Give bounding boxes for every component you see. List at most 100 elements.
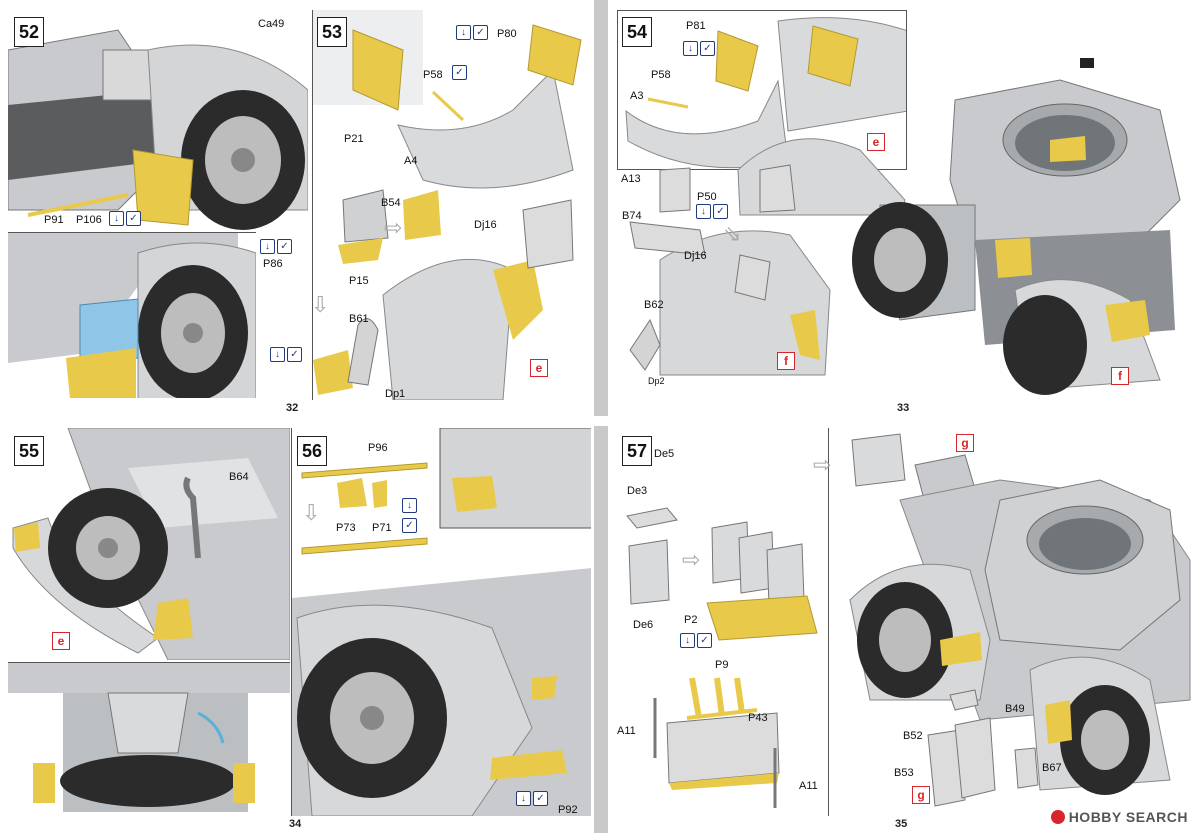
label-p91: P91 bbox=[44, 214, 64, 226]
label-p9: P9 bbox=[715, 659, 729, 671]
page-number-32: 32 bbox=[286, 402, 299, 414]
label-p80: P80 bbox=[497, 28, 517, 40]
label-b64: B64 bbox=[229, 471, 249, 483]
ref-g-57-top: g bbox=[956, 434, 974, 452]
step-57-number: 57 bbox=[622, 436, 652, 466]
label-p58-a: P58 bbox=[423, 69, 443, 81]
step-56-icons-bottom: ↓ ✓ bbox=[516, 791, 548, 806]
label-a11-a: A11 bbox=[617, 725, 636, 737]
step-55-frame bbox=[8, 428, 290, 660]
step-55-detail-frame bbox=[8, 662, 290, 812]
arrow-down-icon: ⇩ bbox=[311, 292, 330, 317]
step-52-illustration bbox=[8, 29, 308, 230]
label-dp2: Dp2 bbox=[648, 376, 665, 386]
label-p2: P2 bbox=[684, 614, 698, 626]
arrow-right-icon: ⇨ bbox=[384, 215, 403, 240]
glue-icon: ↓ bbox=[683, 41, 698, 56]
photo-etch-icon: ✓ bbox=[277, 239, 292, 254]
spread-gutter-bottom bbox=[594, 426, 608, 833]
label-dp1: Dp1 bbox=[385, 388, 406, 400]
step-55-detail-illustration bbox=[8, 663, 290, 812]
label-b67: B67 bbox=[1042, 762, 1062, 774]
step-57-frame bbox=[617, 428, 829, 816]
photo-etch-icon: ✓ bbox=[713, 204, 728, 219]
label-p43: P43 bbox=[748, 712, 768, 724]
label-p73: P73 bbox=[336, 522, 356, 534]
photo-etch-icon: ✓ bbox=[700, 41, 715, 56]
hobby-search-logo-icon bbox=[1050, 810, 1065, 824]
step-57-illustration bbox=[626, 507, 818, 808]
label-dj16-b: Dj16 bbox=[684, 250, 707, 262]
label-de5: De5 bbox=[654, 448, 675, 460]
step-52-icons: ↓ ✓ bbox=[109, 211, 141, 226]
label-p86: P86 bbox=[263, 258, 283, 270]
step-56-number: 56 bbox=[297, 436, 327, 466]
step-54-illustration-top bbox=[625, 17, 906, 169]
ref-e-54: e bbox=[867, 133, 885, 151]
step-56-frame bbox=[291, 428, 591, 816]
spread-gutter-middle bbox=[0, 416, 1200, 426]
step-54-frame bbox=[617, 10, 907, 170]
step-55-number: 55 bbox=[14, 436, 44, 466]
step-54-illustration-main bbox=[629, 58, 1181, 395]
watermark: HOBBY SEARCH bbox=[1050, 809, 1188, 825]
label-p92: P92 bbox=[558, 804, 578, 816]
glue-icon: ↓ bbox=[680, 633, 695, 648]
page-number-34: 34 bbox=[289, 818, 302, 830]
label-p81: P81 bbox=[686, 20, 706, 32]
glue-icon: ↓ bbox=[696, 204, 711, 219]
label-a4: A4 bbox=[404, 155, 418, 167]
step-53-frame bbox=[312, 10, 588, 400]
glue-icon: ↓ bbox=[402, 498, 417, 513]
page-number-33: 33 bbox=[897, 402, 910, 414]
label-ca49: Ca49 bbox=[258, 18, 285, 30]
photo-etch-icon: ✓ bbox=[126, 211, 141, 226]
watermark-text: HOBBY SEARCH bbox=[1068, 809, 1188, 825]
photo-etch-icon: ✓ bbox=[473, 25, 488, 40]
arrow-right-icon: ⇨ bbox=[682, 547, 701, 572]
label-b54: B54 bbox=[381, 197, 401, 209]
photo-etch-icon: ✓ bbox=[402, 518, 417, 533]
label-p21: P21 bbox=[344, 133, 364, 145]
step-54-icons-top: ↓ ✓ bbox=[683, 41, 715, 56]
ref-e-55: e bbox=[52, 632, 70, 650]
step-53-icons-mid: ↓ ✓ bbox=[260, 239, 292, 254]
label-dj16-a: Dj16 bbox=[474, 219, 497, 231]
page-number-35: 35 bbox=[895, 818, 908, 830]
arrow-right-icon: ⇨ bbox=[813, 452, 832, 477]
photo-etch-icon: ✓ bbox=[287, 347, 302, 362]
ref-e-53: e bbox=[530, 359, 548, 377]
step-52-number: 52 bbox=[14, 17, 44, 47]
step-54-icons-mid: ↓ ✓ bbox=[696, 204, 728, 219]
label-b53: B53 bbox=[894, 767, 914, 779]
label-p106: P106 bbox=[76, 214, 102, 226]
glue-icon: ↓ bbox=[109, 211, 124, 226]
step-56-illustration bbox=[292, 428, 591, 816]
photo-etch-icon: ✓ bbox=[452, 65, 467, 80]
label-a13: A13 bbox=[621, 173, 641, 185]
label-p71: P71 bbox=[372, 522, 392, 534]
label-b74: B74 bbox=[622, 210, 642, 222]
label-a3: A3 bbox=[630, 90, 644, 102]
step-52-frame bbox=[8, 10, 308, 230]
step-53-number: 53 bbox=[317, 17, 347, 47]
photo-etch-icon: ✓ bbox=[697, 633, 712, 648]
arrow-down-icon: ⇩ bbox=[302, 500, 321, 525]
glue-icon: ↓ bbox=[456, 25, 471, 40]
glue-icon: ↓ bbox=[260, 239, 275, 254]
glue-icon: ↓ bbox=[270, 347, 285, 362]
photo-etch-icon: ✓ bbox=[533, 791, 548, 806]
glue-icon: ↓ bbox=[516, 791, 531, 806]
ref-f-54-right: f bbox=[1111, 367, 1129, 385]
step-57-icons: ↓ ✓ bbox=[680, 633, 712, 648]
ref-g-57-bottom: g bbox=[912, 786, 930, 804]
label-b52: B52 bbox=[903, 730, 923, 742]
ref-f-54-left: f bbox=[777, 352, 795, 370]
step-52-detail-illustration bbox=[8, 233, 256, 398]
label-p50: P50 bbox=[697, 191, 717, 203]
label-de6: De6 bbox=[633, 619, 654, 631]
label-b61: B61 bbox=[349, 313, 369, 325]
step-53-illustration bbox=[313, 10, 582, 400]
label-p15: P15 bbox=[349, 275, 369, 287]
